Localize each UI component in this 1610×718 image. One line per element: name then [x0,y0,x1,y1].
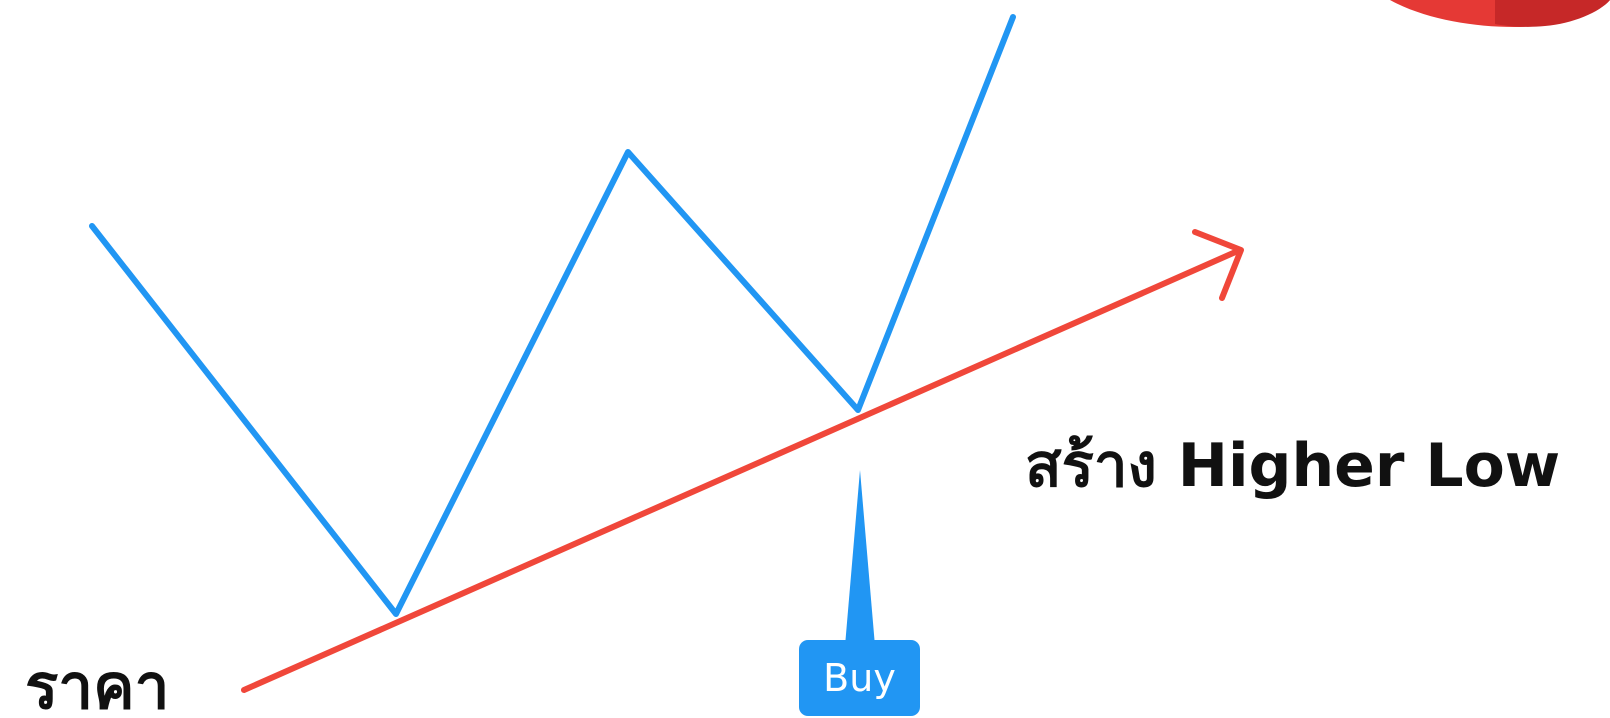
higher-low-label: สร้าง Higher Low [1025,431,1560,501]
trendline-arrowhead [1192,229,1244,301]
price-axis-label: ราคา [25,650,169,718]
buy-label: Buy [823,656,896,700]
price-path [89,14,1016,617]
trendline [241,247,1243,693]
buy-marker-pointer [845,470,875,646]
corner-accent-shadow [1495,0,1610,27]
buy-badge [799,640,920,716]
